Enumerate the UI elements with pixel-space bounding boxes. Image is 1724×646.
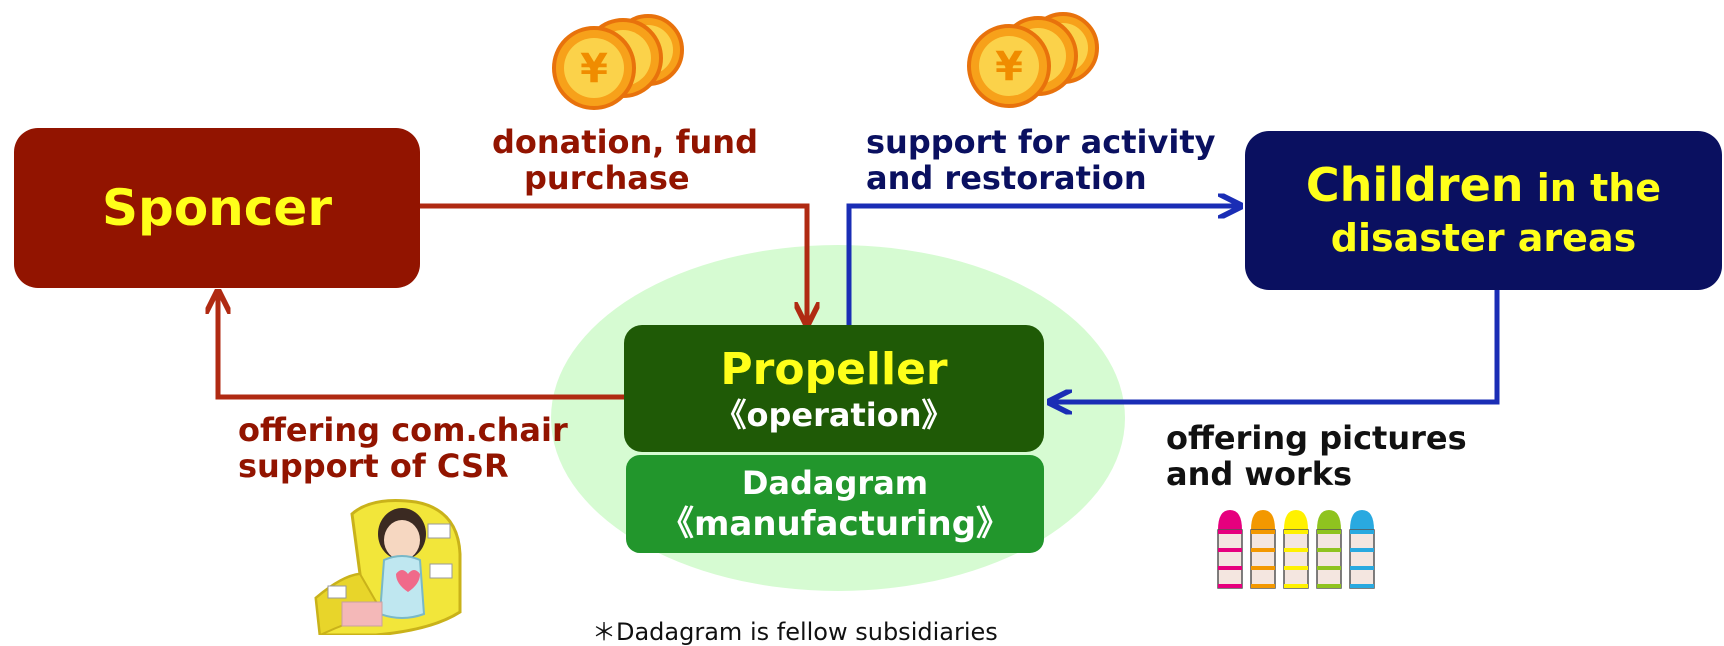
crayon [1217,510,1243,589]
donation-label-line1: donation, fund [492,123,758,161]
offering-pictures-arrow [1052,290,1500,402]
support-label-line1: support for activity [866,123,1216,161]
donation-label-line2: purchase [524,159,690,197]
offering-pictures-label-line2: and works [1166,455,1353,493]
yen-coin-stack-icon: ¥ [967,12,1099,108]
offering-chair-arrow [218,294,624,400]
offering-chair-label-line1: offering com.chair [238,411,568,449]
crayon [1316,510,1342,589]
support-label: support for activity and restoration [866,124,1215,196]
offering-chair-label-line2: support of CSR [238,447,509,485]
dadagram-box: Dadagram 《manufacturing》 [626,455,1044,553]
children-title-rest: in the [1523,166,1662,210]
propeller-title: Propeller [720,343,948,395]
offering-chair-label: offering com.chair support of CSR [238,412,568,484]
svg-text:¥: ¥ [580,46,608,92]
support-arrow [846,206,1238,325]
propeller-box: Propeller 《operation》 [624,325,1044,452]
svg-text:¥: ¥ [995,44,1023,90]
footnote: ＊Dadagram is fellow subsidiaries [592,618,998,646]
crayon [1283,510,1309,589]
propeller-subtitle: 《operation》 [714,395,954,434]
yen-coin-stack-icon: ¥ [552,14,684,110]
support-label-line2: and restoration [866,159,1147,197]
children-title-main: Children [1305,158,1524,212]
children-title-line1: Children in the [1306,159,1661,214]
crayon [1250,510,1276,589]
children-box: Children in the disaster areas [1245,131,1722,290]
painted-chair-icon [314,499,462,635]
children-title-line2: disaster areas [1330,216,1637,260]
dadagram-subtitle: 《manufacturing》 [659,504,1011,544]
offering-pictures-label-line1: offering pictures [1166,419,1467,457]
donation-label: donation, fund purchase [492,124,758,196]
crayon [1349,510,1375,589]
crayon-set-icon [1217,510,1375,589]
donation-arrow [420,203,807,322]
sponsor-title: Sponcer [102,179,332,237]
offering-pictures-label: offering pictures and works [1166,420,1467,492]
dadagram-title: Dadagram [741,464,929,502]
sponsor-box: Sponcer [14,128,420,288]
